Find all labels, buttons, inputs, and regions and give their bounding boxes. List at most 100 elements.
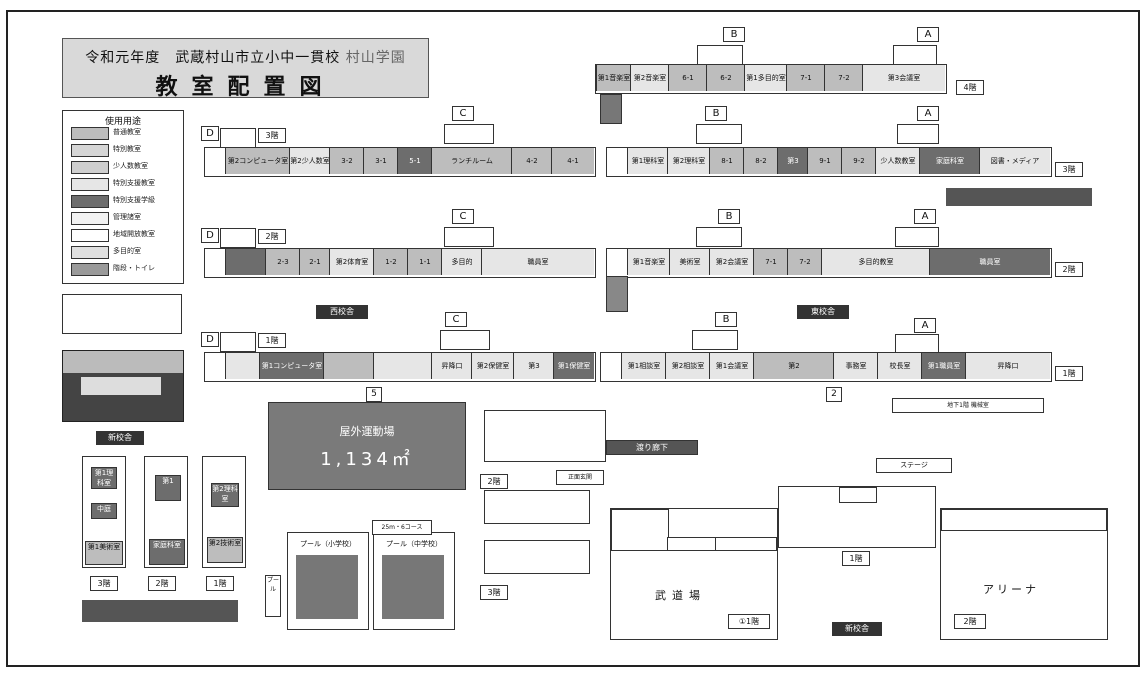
stair-tag-d: D: [201, 228, 219, 243]
room: 第2相談室: [665, 353, 710, 379]
page-title: 教室配置図: [155, 75, 336, 100]
legend-title: 使用用途: [104, 117, 141, 127]
room: 中庭: [91, 503, 117, 519]
pool-caption: プール（中学校）: [386, 540, 442, 548]
room: 第1音楽室: [596, 65, 631, 91]
room: 7-2: [824, 65, 863, 91]
room: 家庭科室: [919, 148, 980, 174]
field-name: 屋外運動場: [339, 425, 395, 438]
room: 第2会議室: [709, 249, 754, 275]
room: 第2音楽室: [630, 65, 669, 91]
legend-item: 普通教室: [71, 127, 179, 140]
room: 第1: [155, 475, 181, 501]
room: 7-2: [787, 249, 822, 275]
room: 第3: [777, 148, 808, 174]
legend-swatch: [71, 212, 109, 225]
stair-box: [444, 227, 494, 247]
legend-swatch: [71, 127, 109, 140]
room: [839, 487, 877, 503]
floor-row-2f-east: 第1音楽室 美術室 第2会議室 7-1 7-2 多目的教室 職員室: [606, 248, 1052, 278]
annex-building: 第1 家庭科室: [144, 456, 188, 568]
floor-badge-3f: 3階: [90, 576, 118, 591]
legend-label: 管理諸室: [113, 213, 141, 221]
room: 第2保健室: [471, 353, 514, 379]
floor-badge-1f: 1階: [206, 576, 234, 591]
room: 第3: [513, 353, 554, 379]
pool-water: [382, 555, 444, 619]
legend-item: 多目的室: [71, 246, 179, 259]
legend-swatch: [71, 263, 109, 276]
arena-building: アリーナ: [940, 508, 1108, 640]
room: 第1会議室: [709, 353, 754, 379]
diagram-frame: [6, 10, 1140, 667]
room: 第1理科室: [627, 148, 668, 174]
legend-swatch: [71, 161, 109, 174]
stair-box: [692, 330, 738, 350]
stair-tag-a: A: [917, 27, 939, 42]
legend-swatch: [71, 229, 109, 242]
legend-label: 少人数教室: [113, 162, 148, 170]
room: 第3会議室: [862, 65, 945, 91]
stair-tag-b: B: [723, 27, 745, 42]
stair-box: [444, 124, 494, 144]
annex-building: 第1理科室 中庭 第1美術室: [82, 456, 126, 568]
room: 9-1: [807, 148, 842, 174]
room: 9-2: [841, 148, 876, 174]
room: 第2理科室: [211, 483, 239, 507]
stair-box: [893, 45, 937, 65]
room: 第1多目的室: [744, 65, 787, 91]
floor-row-3f-east: 第1理科室 第2理科室 8-1 8-2 第3 9-1 9-2 少人数教室 家庭科…: [606, 147, 1052, 177]
stair-box: [895, 227, 939, 247]
room: 家庭科室: [149, 539, 185, 565]
legend-label: 多目的室: [113, 247, 141, 255]
title-main: 令和元年度 武蔵村山市立小中一貫校: [85, 50, 341, 66]
stair-box: [220, 128, 256, 148]
floor-badge-3f: 3階: [258, 128, 286, 143]
room: 職員室: [481, 249, 594, 275]
floor-row-1f-west: 第1コンピュータ室 昇降口 第2保健室 第3 第1保健室: [204, 352, 596, 382]
annex-building: [484, 490, 590, 524]
floor-badge-1f: ①1階: [728, 614, 770, 629]
room: [225, 249, 266, 275]
stair-tag-b: B: [705, 106, 727, 121]
room: 昇降口: [965, 353, 1050, 379]
building-name: 武道場: [655, 589, 706, 602]
east-wing-label: 東校舎: [797, 305, 849, 319]
room: 美術室: [669, 249, 710, 275]
stair-box: [696, 227, 742, 247]
legend-item: 少人数教室: [71, 161, 179, 174]
room: [611, 509, 669, 551]
legend-item: 特別支援教室: [71, 178, 179, 191]
room: 事務室: [833, 353, 878, 379]
photo-sky: [63, 351, 183, 373]
room: 7-1: [786, 65, 825, 91]
floor-badge-2f: 2階: [1055, 262, 1083, 277]
stair-tag-b: B: [715, 312, 737, 327]
floor-badge-2f: 2階: [148, 576, 176, 591]
stair-box: [440, 330, 490, 350]
stair-tag-d: D: [201, 126, 219, 141]
stage-tag: ステージ: [876, 458, 952, 473]
room: 第2体育室: [329, 249, 374, 275]
title-box: 令和元年度 武蔵村山市立小中一貫校 村山学園 教室配置図: [62, 38, 429, 100]
floor-row-2f-west: 2-3 2-1 第2体育室 1-2 1-1 多目的 職員室: [204, 248, 596, 278]
room: 第1音楽室: [627, 249, 670, 275]
room: ランチルーム: [431, 148, 512, 174]
stairwell: [600, 94, 622, 124]
building-number: 5: [366, 387, 382, 402]
room: 昇降口: [431, 353, 472, 379]
stair-box: [220, 228, 256, 248]
floor-badge-1f: 1階: [842, 551, 870, 566]
legend-label: 特別支援学級: [113, 196, 155, 204]
room: [225, 353, 260, 379]
legend-swatch: [71, 178, 109, 191]
stairwell: [606, 276, 628, 312]
gym-label: 新校舎: [832, 622, 882, 636]
room: 2-1: [299, 249, 330, 275]
legend-item: 特別教室: [71, 144, 179, 157]
stair-tag-c: C: [452, 209, 474, 224]
legend-item: 特別支援学級: [71, 195, 179, 208]
stair-box: [895, 334, 939, 354]
stair-box: [220, 332, 256, 352]
room: 第1相談室: [621, 353, 666, 379]
